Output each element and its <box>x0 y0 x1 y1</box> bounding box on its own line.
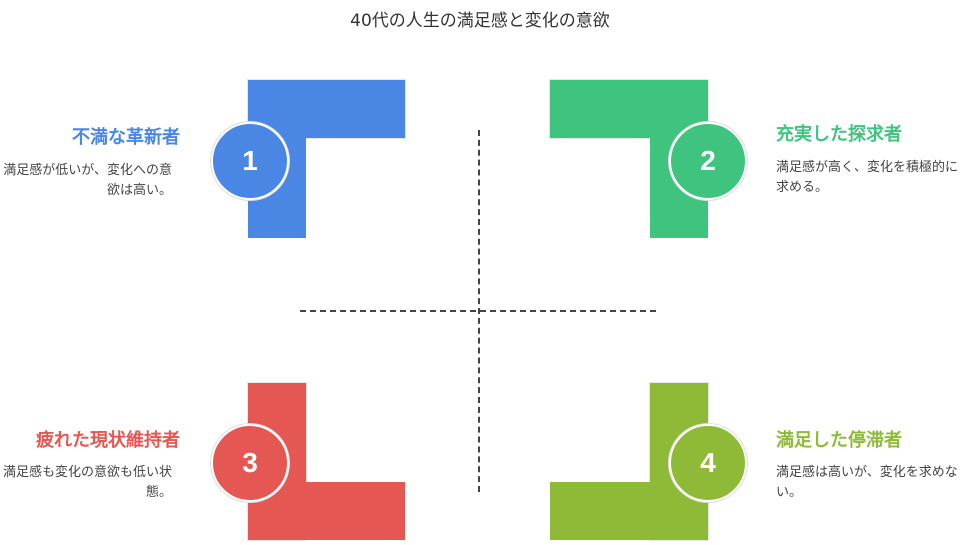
quadrant-4-number-badge: 4 <box>669 424 747 502</box>
quadrant-3-heading: 疲れた現状維持者 <box>36 430 180 451</box>
quadrant-2-heading: 充実した探求者 <box>776 124 902 145</box>
quadrant-3-description: 満足感も変化の意欲も低い状態。 <box>2 465 172 500</box>
quadrant-1-number-badge: 1 <box>211 122 289 200</box>
diagram-title: 40代の人生の満足感と変化の意欲 <box>350 11 610 31</box>
quadrant-3-number-badge: 3 <box>211 424 289 502</box>
quadrant-2-description: 満足感が高く、変化を積極的に求める。 <box>776 160 959 195</box>
quadrant-1-description: 満足感が低いが、変化への意欲は高い。 <box>3 163 172 198</box>
quadrant-2-number-badge: 2 <box>669 122 747 200</box>
quadrant-4-heading: 満足した停滞者 <box>776 430 902 451</box>
horizontal-axis-divider <box>300 310 656 312</box>
quadrant-4-description: 満足感は高いが、変化を求めない。 <box>776 465 958 500</box>
quadrant-1-heading: 不満な革新者 <box>72 127 180 148</box>
